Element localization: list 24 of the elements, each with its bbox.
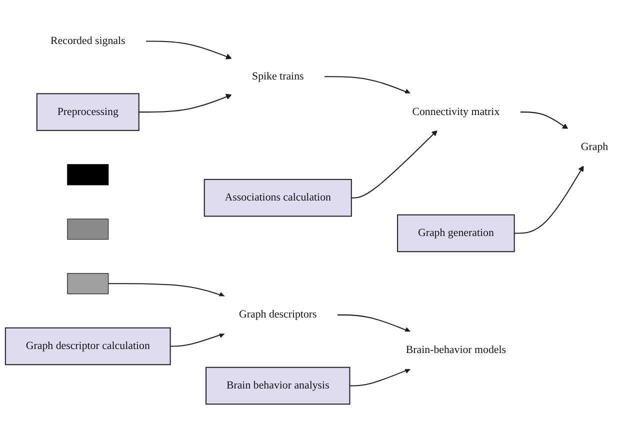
arrow — [350, 368, 411, 386]
node-text: Spike trains — [252, 70, 304, 82]
node-box — [67, 164, 109, 186]
arrow — [108, 283, 225, 298]
node-box: Associations calculation — [204, 178, 352, 217]
node-text: Graph descriptors — [239, 308, 317, 320]
arrow — [138, 94, 232, 113]
node-text: Recorded signals — [50, 35, 126, 47]
arrow — [351, 130, 438, 198]
arrow — [170, 332, 225, 347]
arrow — [514, 166, 584, 234]
node-box: Graph descriptor calculation — [4, 327, 171, 366]
arrow — [324, 76, 411, 94]
arrow — [337, 314, 411, 333]
node-box: Graph generation — [397, 214, 515, 252]
node-text: Brain-behavior models — [406, 344, 506, 356]
arrow — [520, 112, 568, 130]
arrow — [146, 40, 232, 60]
node-box — [67, 218, 109, 240]
node-text: Graph — [580, 141, 608, 153]
node-text: Connectivity matrix — [412, 106, 500, 118]
node-box — [67, 273, 109, 294]
node-box: Preprocessing — [36, 93, 140, 131]
node-box: Brain behavior analysis — [206, 366, 350, 405]
